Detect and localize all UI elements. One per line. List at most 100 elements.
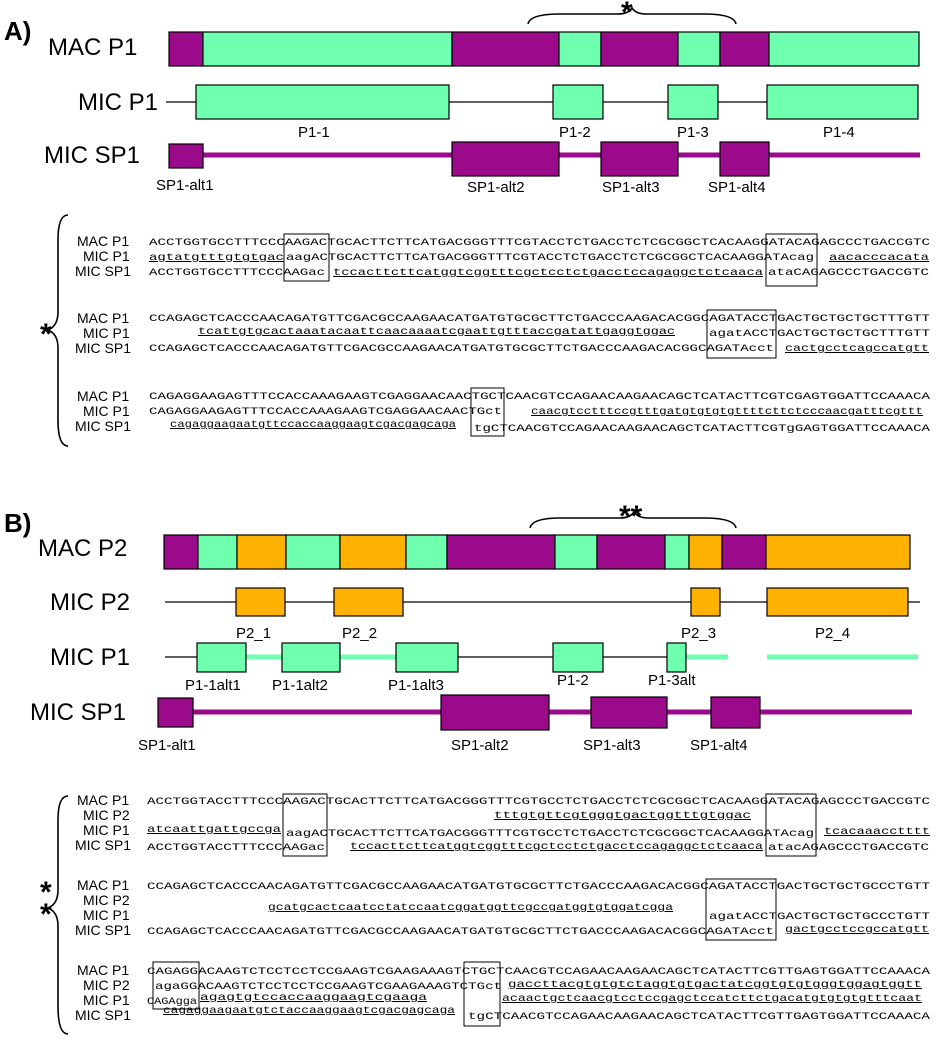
seq-line: gaccttacgtgtgtctaggtgtgactatcggtgtgtgggt… — [508, 980, 922, 991]
panel-b-top-brace — [529, 510, 737, 529]
junction-box — [470, 387, 505, 437]
seq-name: MIC P2 — [83, 807, 130, 823]
mac-seg-p2 — [339, 534, 407, 570]
seq-line: atacAGAGCCCTGACCGTC — [768, 843, 929, 854]
seq-line: agtatgtttgtgtgac — [149, 253, 284, 264]
seg-label-p1-2: P1-2 — [559, 124, 591, 141]
seq-line: CAGAGGACAAGTCTCCTCCTCCGAAGTCGAAGAAAGTCTG… — [147, 967, 931, 978]
mic-sp1-seg — [719, 141, 770, 177]
mic-p2-seg — [333, 587, 404, 617]
seq-line: agatACCTGACTGCTGCTGCCCTGTT — [709, 912, 930, 923]
seq-name: MAC P1 — [77, 962, 129, 978]
seq-line: aagACTGCACTTCTTCATGACGGGTTTCGTGCCTCTGACC… — [286, 829, 814, 840]
seg-label-p2-4: P2_4 — [815, 625, 850, 642]
panel-b-star: ** — [619, 500, 643, 533]
seq-name: MAC P1 — [77, 388, 129, 404]
junction-box — [706, 309, 777, 359]
mac-seg-sp1 — [168, 31, 204, 67]
panel-a-top-brace — [527, 6, 737, 25]
seq-name: MAC P1 — [77, 233, 129, 249]
mac-seg-p1 — [202, 31, 453, 67]
seq-line: ataCAGAGCCCTGACCGTC — [768, 268, 929, 279]
seq-name: MIC P1 — [83, 325, 130, 341]
junction-box — [705, 878, 777, 941]
seq-line: tgCTCAACGTCCAGAACAAGAACAGCTCATACTTCGTTGA… — [468, 1012, 931, 1023]
seq-line: CCAGAGCTCACCCAACAGATGTTCGACGCCAAGAACATGA… — [147, 927, 774, 938]
seq-line: CCAGAGCTCACCCAACAGATGTTCGACGCCAAGAACATGA… — [149, 314, 930, 325]
seq-line: ACCTGGTACCTTTCCCAAGACTGCACTTCTTCATGACGGG… — [147, 797, 930, 808]
seq-line: cagaggaagaatgtctaccaaggaagtcgacgagcaga — [163, 1006, 455, 1017]
seq-name: MIC SP1 — [75, 1007, 131, 1023]
mic-p2-seg — [235, 587, 286, 617]
seg-label-sp1-alt3: SP1-alt3 — [602, 179, 660, 196]
mic-sp1-seg — [600, 141, 679, 177]
panel-a-mic-label: MIC P1 — [78, 89, 158, 116]
seq-line: cagaggaagaatgttccaccaaggaagtcgacgagcaga — [170, 420, 456, 431]
panel-a-sp1-label: MIC SP1 — [44, 142, 140, 169]
seq-line: ACCTGGTACCTTTCCCAAGac — [147, 843, 325, 854]
seq-line: tcattgtgcactaaatacaattcaacaaaatcgaattgtt… — [198, 327, 675, 338]
mic-p1-seg — [281, 642, 341, 673]
seq-name: MIC P1 — [83, 403, 130, 419]
seq-line: cactgcctcagccatgtt — [785, 344, 929, 355]
seq-line: tttgtgttcgtgggtgactggtttgtggac — [494, 811, 751, 822]
mic-p1-seg — [667, 84, 719, 120]
junction-box — [283, 233, 330, 282]
seg-label-p1-4: P1-4 — [823, 124, 855, 141]
mic-sp1-seg — [590, 696, 668, 729]
seg-label-sp1-alt1: SP1-alt1 — [156, 177, 214, 194]
seg-label-b-sp1-alt2: SP1-alt2 — [451, 737, 509, 754]
seg-label-b-sp1-alt3: SP1-alt3 — [583, 737, 641, 754]
seq-line: atcaattgattgccga — [147, 825, 281, 836]
mic-sp1-seg — [710, 696, 761, 729]
seg-label-p1-2: P1-2 — [557, 672, 589, 689]
seq-line: tcacaaacctttt — [824, 827, 930, 838]
panel-a-mic-bars — [195, 84, 919, 120]
seq-name: MIC P2 — [83, 892, 130, 908]
seq-line: agaGGACAAGTCTCCTCCTCCGAAGTCGAAGAAAGTCTGc… — [155, 982, 502, 993]
seq-line: caacgtcctttccgtttgatgtgtgtgttttcttctccca… — [531, 407, 923, 418]
seq-line: aacacccacata — [829, 253, 929, 264]
mic-sp1-seg — [157, 697, 194, 728]
seq-name: MAC P1 — [77, 877, 129, 893]
seq-line: tccacttcttcatggtcggtttcgctcctctgacctccag… — [333, 268, 763, 279]
seq-name: MAC P1 — [77, 310, 129, 326]
seq-line: agatACCTGACTGCTGCTGCTTTGTT — [709, 329, 930, 340]
seg-label-p2-2: P2_2 — [342, 625, 377, 642]
seq-line: CCAGAGCTCACCCAACAGATGTTCGACGCCAAGAACATGA… — [149, 344, 774, 355]
mic-sp1-seg — [168, 143, 204, 169]
panel-b-side-brace — [45, 795, 69, 1035]
junction-box — [765, 233, 818, 287]
mac-seg-sp1 — [721, 534, 767, 570]
seg-label-b-sp1-alt1: SP1-alt1 — [138, 737, 196, 754]
mic-p1-seg — [395, 642, 459, 673]
mac-seg-sp1 — [719, 31, 770, 67]
panel-b-label: B) — [4, 508, 31, 538]
seg-label-p1-1alt2: P1-1alt2 — [272, 677, 328, 694]
seq-line: tgCTCAACGTCCAGAACAAGAACAGCTCATACTTCGTgGA… — [474, 424, 931, 435]
seq-line: agagtgtccaccaaggaagtcgaaga — [200, 993, 427, 1004]
seq-name: MIC P1 — [83, 822, 130, 838]
mac-seg-sp1 — [163, 534, 199, 570]
panel-b-mic-p2-label: MIC P2 — [50, 589, 130, 616]
seg-label-p1-1alt1: P1-1alt1 — [185, 677, 241, 694]
mic-p1-seg — [766, 84, 919, 120]
mac-seg-p2 — [765, 534, 911, 570]
panel-a-label: A) — [4, 16, 31, 46]
panel-b-side-star-2: * — [40, 898, 52, 931]
seg-label-p1-3alt: P1-3alt — [648, 672, 696, 689]
seg-label-sp1-alt2: SP1-alt2 — [467, 179, 525, 196]
seg-label-sp1-alt4: SP1-alt4 — [708, 179, 766, 196]
seg-label-b-sp1-alt4: SP1-alt4 — [690, 737, 748, 754]
panel-b-mic-p2-bars — [235, 587, 909, 617]
junction-box — [152, 961, 200, 1010]
junction-box — [765, 793, 817, 857]
seq-name: MIC P1 — [83, 248, 130, 264]
seg-label-p1-3: P1-3 — [677, 124, 709, 141]
panel-b-mac-label: MAC P2 — [38, 535, 127, 562]
mac-seg-p1 — [664, 534, 690, 570]
seq-line: gactgcctccgccatgtt — [785, 925, 929, 936]
seq-name: MIC SP1 — [75, 922, 131, 938]
mac-seg-p1 — [197, 534, 238, 570]
